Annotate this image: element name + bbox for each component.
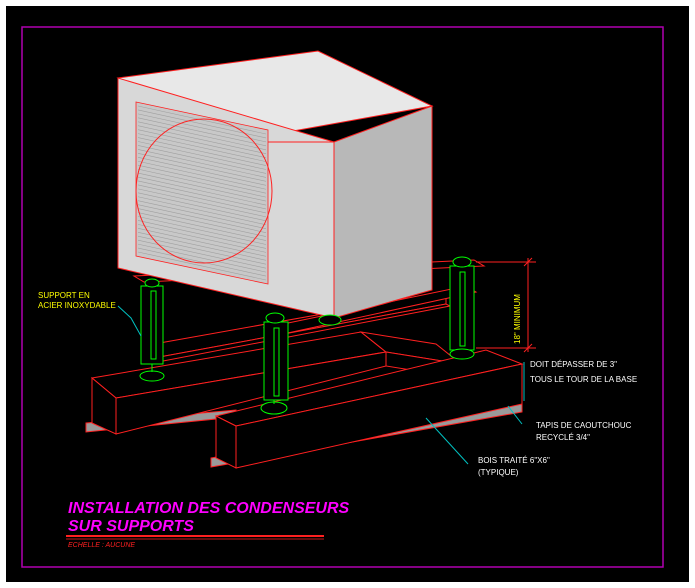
grille-slat <box>137 180 267 210</box>
dimension-label: 18" MINIMUM <box>513 294 522 344</box>
grille-slat <box>137 224 267 253</box>
grille-slat <box>137 247 267 277</box>
condenser-support-drawing: 18" MINIMUM SUPPORT EN ACIER INOXYDABLE … <box>21 26 664 568</box>
unit-side <box>333 105 433 319</box>
steel-post-back <box>318 314 342 326</box>
grille-slat <box>137 164 267 194</box>
grille-slat <box>137 188 267 218</box>
grille-slat <box>137 208 267 237</box>
grille-slat <box>137 231 267 261</box>
grille-slat <box>137 216 267 245</box>
leader-lines <box>117 305 525 465</box>
steel-post-left <box>139 278 165 382</box>
pad-label-line1: TAPIS DE CAOUTCHOUC <box>536 421 632 430</box>
support-label-line2: ACIER INOXYDABLE <box>38 301 116 310</box>
grille-slat <box>137 251 267 281</box>
grille-slat <box>137 129 267 158</box>
grille-slat <box>137 153 267 182</box>
grille-slat <box>137 113 267 143</box>
grille-slat <box>137 137 267 166</box>
wood-label-line2: (TYPIQUE) <box>478 468 519 477</box>
wood-label-line1: BOIS TRAITÉ 6"X6" <box>478 456 550 465</box>
grille-slat <box>137 212 267 241</box>
steel-post-right <box>449 256 475 360</box>
grille-slat <box>137 172 267 202</box>
grille-slat <box>137 184 267 214</box>
pad-label-line2: RECYCLÉ 3/4" <box>536 433 590 442</box>
grille-slat <box>137 176 267 206</box>
grille-slat <box>137 117 267 147</box>
wood-beam-front <box>214 349 524 469</box>
grille-slat <box>137 145 267 174</box>
sheet-border <box>21 26 664 568</box>
grille-slat <box>137 157 267 186</box>
fan-grille <box>135 101 273 285</box>
grille-slat <box>137 141 267 170</box>
drawing-title-line1: INSTALLATION DES CONDENSEURS <box>68 500 350 517</box>
grille-slat <box>137 200 267 229</box>
grille-slat <box>137 121 267 151</box>
grille-slat <box>137 149 267 178</box>
grille-slat <box>137 105 267 135</box>
grille-slat <box>137 196 267 226</box>
grille-slat <box>137 235 267 265</box>
overhang-label-line2: TOUS LE TOUR DE LA BASE <box>530 375 637 384</box>
condenser-unit <box>116 50 434 319</box>
overhang-label-line1: DOIT DÉPASSER DE 3" <box>530 360 617 369</box>
steel-post-front <box>260 312 289 415</box>
grille-slat <box>137 125 267 155</box>
scale-note: ECHELLE : AUCUNE <box>68 542 135 549</box>
grille-slat <box>137 168 267 198</box>
fan-circle <box>135 118 273 264</box>
grille-slat <box>137 160 267 190</box>
grille-slat <box>137 192 267 222</box>
height-dimension <box>476 257 536 353</box>
grille-slat <box>137 243 267 273</box>
drawing-title-line2: SUR SUPPORTS <box>68 518 194 535</box>
support-label-line1: SUPPORT EN <box>38 291 90 300</box>
grille-slat <box>137 204 267 233</box>
grille-slat <box>137 133 267 162</box>
grille-slat <box>137 228 267 257</box>
grille-slat <box>137 220 267 249</box>
drawing-sheet: 18" MINIMUM SUPPORT EN ACIER INOXYDABLE … <box>6 6 689 582</box>
